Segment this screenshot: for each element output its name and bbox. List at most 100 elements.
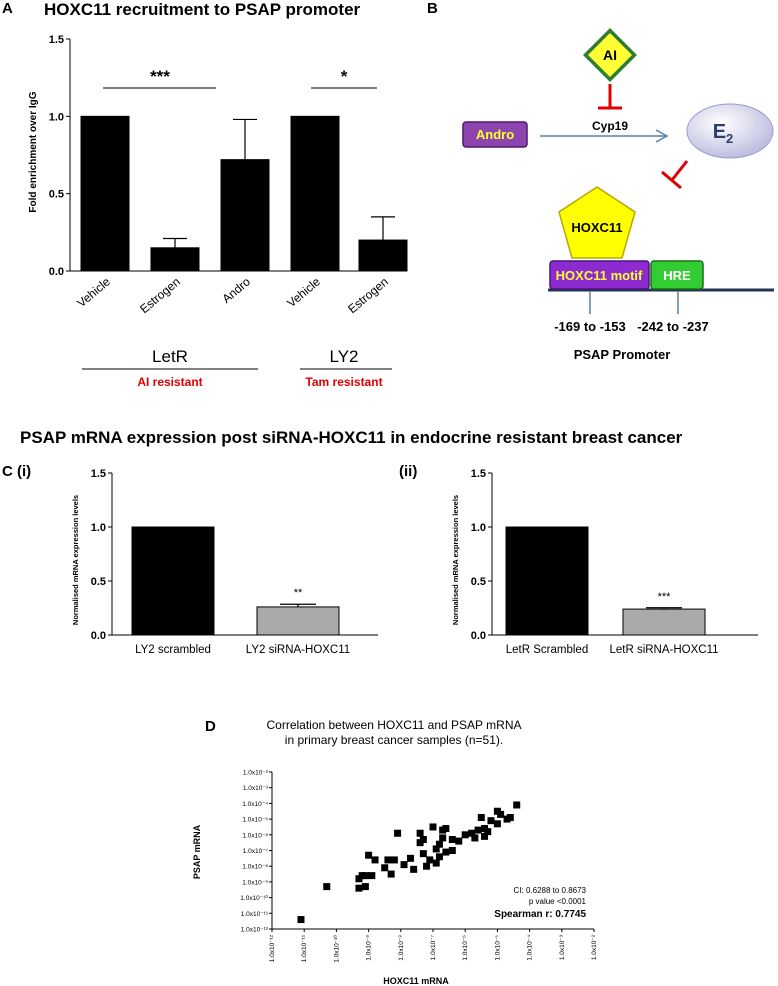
y-tick-label: 1.0 bbox=[471, 522, 486, 534]
y-tick-label: 1.0x10⁻⁵ bbox=[242, 817, 268, 824]
scatter-point bbox=[432, 859, 440, 867]
chart-a-bars bbox=[80, 115, 408, 272]
chart-c2: Normalised mRNA expression levels 0.00.5… bbox=[451, 468, 758, 656]
scatter-point bbox=[368, 872, 376, 880]
bar bbox=[150, 247, 200, 272]
y-tick-label: 1.0x10⁻² bbox=[243, 770, 269, 777]
x-tick-label: Estrogen bbox=[137, 275, 183, 317]
x-tick-label: 1.0x10⁻¹¹ bbox=[301, 934, 308, 962]
scatter-point bbox=[371, 856, 379, 864]
y-tick-label: 0.5 bbox=[91, 576, 106, 588]
scatter-point bbox=[497, 810, 505, 818]
group-ly2-note: Tam resistant bbox=[305, 375, 382, 389]
chart-d-xlabel: HOXC11 mRNA bbox=[383, 976, 449, 986]
bar bbox=[505, 526, 589, 636]
hoxc11-pentagon bbox=[558, 186, 636, 259]
bar bbox=[220, 159, 270, 272]
bar bbox=[622, 608, 706, 636]
scatter-point bbox=[394, 829, 402, 837]
x-tick-label: 1.0x10⁻⁹ bbox=[366, 935, 373, 961]
scatter-point bbox=[406, 854, 414, 862]
scatter-point bbox=[448, 847, 456, 854]
bar bbox=[358, 239, 408, 272]
scatter-point bbox=[429, 823, 437, 831]
scatter-point bbox=[419, 850, 427, 858]
scatter-point bbox=[493, 820, 501, 828]
section-c-title: PSAP mRNA expression post siRNA-HOXC11 i… bbox=[20, 428, 683, 447]
hre-label: HRE bbox=[663, 268, 691, 283]
x-tick-label: 1.0x10⁻¹² bbox=[269, 934, 276, 962]
y-tick-label: 1.0x10⁻⁹ bbox=[242, 879, 268, 886]
significance-label: ** bbox=[294, 587, 303, 599]
hoxc11-motif-box bbox=[549, 260, 650, 290]
scatter-point bbox=[487, 817, 495, 825]
y-tick-label: 1.0x10⁻⁴ bbox=[242, 801, 268, 808]
andro-box bbox=[462, 121, 528, 148]
panel-b-letter: B bbox=[427, 0, 438, 17]
scatter-point bbox=[390, 856, 398, 864]
sig-mark-letr: *** bbox=[150, 67, 170, 86]
x-tick-label: Vehicle bbox=[74, 274, 113, 310]
group-letr-label: LetR bbox=[152, 347, 188, 366]
scatter-point bbox=[361, 883, 369, 891]
scatter-point bbox=[381, 864, 389, 872]
x-tick-label: Estrogen bbox=[345, 275, 391, 317]
y-tick-label: 0.0 bbox=[91, 630, 106, 642]
y-tick-label: 1.5 bbox=[91, 468, 106, 480]
scatter-point bbox=[384, 856, 392, 864]
scatter-point bbox=[468, 829, 476, 837]
e2-inhibit-line bbox=[670, 160, 689, 181]
y-tick-label: 1.0 bbox=[49, 111, 64, 123]
chart-a-ylabel: Fold enrichment over IgG bbox=[28, 91, 39, 212]
chart-d-pvalue: p value <0.0001 bbox=[529, 897, 587, 906]
scatter-point bbox=[435, 840, 443, 848]
y-tick-label: 1.0x10⁻³ bbox=[243, 785, 269, 792]
scatter-point bbox=[323, 883, 331, 891]
scatter-point bbox=[432, 845, 440, 853]
conversion-arrowhead bbox=[655, 129, 669, 143]
ai-label: AI bbox=[603, 47, 617, 63]
bar bbox=[256, 606, 340, 636]
y-tick-label: 1.0x10⁻⁶ bbox=[242, 832, 268, 839]
scatter-point bbox=[477, 814, 485, 822]
y-tick-label: 0.0 bbox=[49, 266, 64, 278]
x-tick-label: 1.0x10⁻³ bbox=[559, 934, 566, 960]
x-tick-label: 1.0x10⁻⁵ bbox=[494, 935, 501, 961]
x-tick-label: LY2 scrambled bbox=[135, 644, 211, 656]
chart-d-ylabel: PSAP mRNA bbox=[192, 824, 202, 879]
hoxc11-motif-label: HOXC11 motif bbox=[556, 268, 643, 283]
chart-d-points bbox=[297, 801, 521, 924]
scatter-point bbox=[484, 828, 492, 836]
bar bbox=[80, 115, 130, 272]
x-tick-label: 1.0x10⁻⁴ bbox=[527, 935, 534, 961]
y-tick-label: 0.5 bbox=[471, 576, 486, 588]
chart-d-spearman: Spearman r: 0.7745 bbox=[494, 909, 586, 920]
scatter-point bbox=[481, 832, 489, 840]
scatter-point bbox=[423, 862, 431, 870]
scatter-point bbox=[365, 851, 373, 859]
cyp19-label: Cyp19 bbox=[592, 119, 628, 133]
chart-d-ci: CI: 0.6288 to 0.8673 bbox=[514, 886, 587, 895]
diagram-b: AI Cyp19 Andro E2 HOXC11 HOXC11 motif HR… bbox=[462, 28, 774, 362]
scatter-point bbox=[419, 836, 427, 844]
scatter-point bbox=[426, 856, 434, 864]
hoxc11-label: HOXC11 bbox=[571, 220, 622, 235]
scatter-point bbox=[361, 872, 369, 880]
scatter-point bbox=[455, 837, 463, 845]
x-tick-label: 1.0x10⁻⁸ bbox=[398, 935, 405, 961]
sig-mark-ly2: * bbox=[341, 67, 348, 86]
chart-c2-bars: *** bbox=[505, 526, 706, 636]
x-tick-label: 1.0x10⁻⁶ bbox=[462, 935, 469, 961]
scatter-point bbox=[439, 834, 447, 842]
y-tick-label: 1.5 bbox=[49, 34, 64, 46]
scatter-point bbox=[461, 831, 469, 839]
x-tick-label: Andro bbox=[219, 274, 253, 306]
scatter-point bbox=[513, 801, 521, 809]
y-tick-label: 0.5 bbox=[49, 189, 64, 201]
group-ly2-label: LY2 bbox=[330, 347, 359, 366]
scatter-point bbox=[297, 916, 305, 924]
panel-d-letter: D bbox=[205, 718, 216, 735]
x-tick-label: LetR siRNA-HOXC11 bbox=[609, 644, 718, 656]
scatter-point bbox=[387, 870, 395, 878]
